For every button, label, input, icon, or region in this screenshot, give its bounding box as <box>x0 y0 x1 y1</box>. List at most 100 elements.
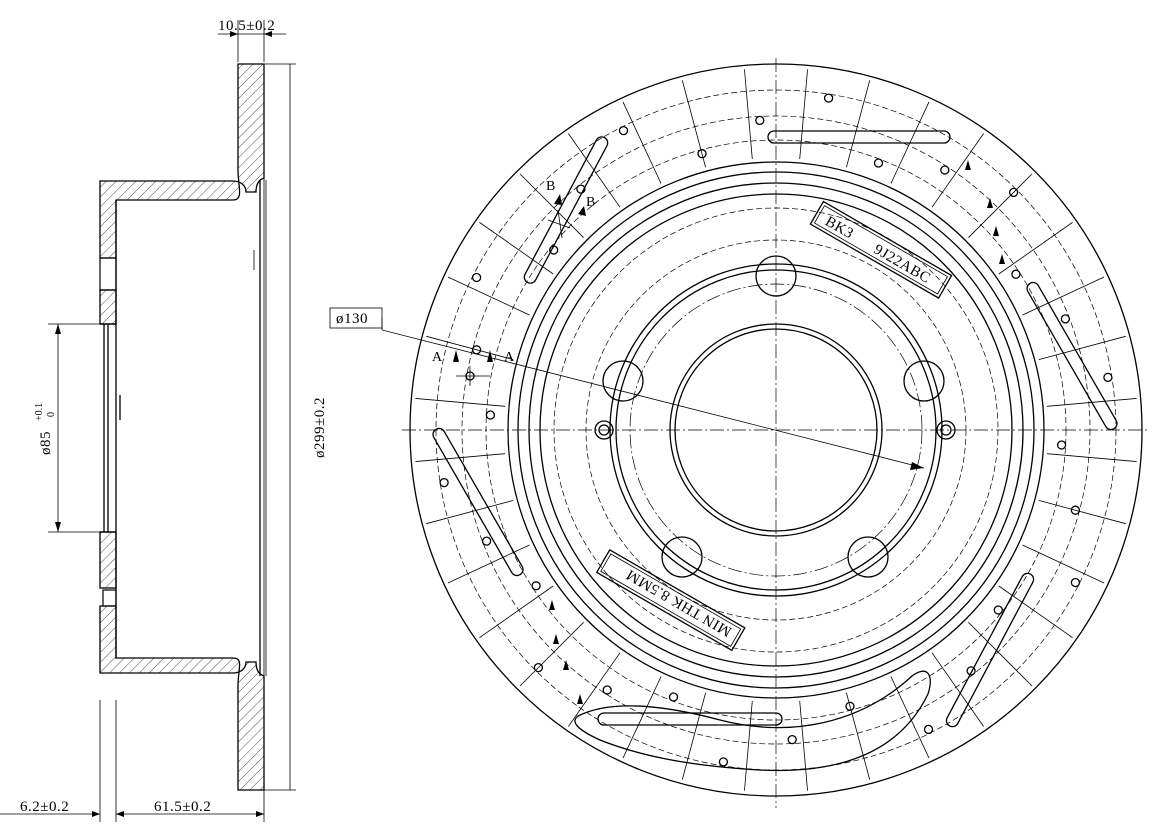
drill-hole <box>576 184 586 194</box>
drill-hole <box>471 272 482 283</box>
radial-line <box>622 101 662 184</box>
drill-hole <box>531 581 541 591</box>
hat-wall-mid-bot <box>102 589 117 607</box>
radial-line <box>998 222 1073 275</box>
drill-hole <box>823 93 834 103</box>
lug-hole <box>602 360 644 402</box>
radial-line <box>846 692 871 780</box>
hat-wall-mid-top <box>99 257 117 291</box>
drill-hole <box>549 245 559 255</box>
slot <box>523 136 609 284</box>
radial-line <box>479 585 554 638</box>
drill-hole <box>966 666 976 676</box>
radial-line <box>622 676 662 759</box>
slot <box>767 130 951 144</box>
outer-edge <box>409 63 1143 797</box>
drill-hole <box>1060 314 1071 324</box>
radial-line <box>681 692 706 780</box>
radial-line <box>1046 453 1137 462</box>
drill-hole <box>718 757 729 767</box>
radial-line <box>968 173 1033 238</box>
radial-line <box>931 652 984 727</box>
radial-line <box>426 335 514 360</box>
drill-hole <box>1103 372 1113 383</box>
radial-line <box>998 585 1073 638</box>
radial-line <box>744 69 753 160</box>
drill-hole <box>602 685 612 695</box>
drill-hole <box>668 692 679 702</box>
drill-hole <box>787 734 797 745</box>
radial-line <box>519 173 584 238</box>
hat-wall-upper <box>99 289 117 325</box>
radial-line <box>681 80 706 168</box>
direction-mark <box>553 634 559 644</box>
bore-tol-upper: +0.1 <box>34 403 45 421</box>
section-a-right: A <box>504 350 515 365</box>
radial-lines <box>415 69 1137 791</box>
section-b-left: B <box>546 179 555 194</box>
rotor-section-top <box>99 63 265 259</box>
drill-hole <box>845 701 855 711</box>
drill-hole <box>1011 269 1021 279</box>
section-b-right: B <box>586 195 595 210</box>
radial-line <box>568 652 621 727</box>
drill-hole <box>485 410 496 420</box>
direction-marks <box>549 160 1005 704</box>
radial-line <box>799 69 808 160</box>
direction-mark <box>563 660 569 670</box>
overall-height-dim: 61.5±0.2 <box>154 799 211 815</box>
radial-line <box>447 276 530 316</box>
radial-line <box>415 453 506 462</box>
radial-line <box>1022 544 1105 584</box>
lug-hole <box>661 536 703 578</box>
drill-hole <box>618 125 629 136</box>
drill-hole <box>1070 577 1081 588</box>
drill-hole <box>533 662 544 673</box>
stamp-box <box>595 548 746 652</box>
drill-hole <box>1008 187 1019 198</box>
drill-hole <box>439 477 449 488</box>
radial-line <box>415 398 506 407</box>
radial-line <box>479 222 554 275</box>
drill-hole <box>755 115 765 126</box>
radial-line <box>931 133 984 208</box>
outer-diameter-dim: ø299±0.2 <box>312 397 328 458</box>
pcd-label: ø130 <box>336 311 368 327</box>
rotor-section-bottom <box>99 605 265 791</box>
drill-hole <box>481 536 492 546</box>
hat-wall-lower <box>99 531 117 589</box>
section-view: 10.5±0.2 6.2±0.2 61.5±0.2 ø85 +0.1 0 ø29… <box>0 18 328 822</box>
bore-tol-lower: 0 <box>46 412 57 417</box>
lug-hole <box>903 360 945 402</box>
radial-line <box>968 622 1033 687</box>
direction-mark <box>965 160 971 170</box>
slot <box>945 572 1035 728</box>
drill-hole <box>697 149 707 159</box>
front-view: BK3 9J22ABC MIN THK 8.5MM ø130 A A B B <box>329 58 1150 808</box>
section-a-left: A <box>432 350 443 365</box>
direction-mark <box>577 694 583 704</box>
drill-hole <box>1056 440 1067 450</box>
drill-hole <box>873 158 884 168</box>
lug-hole <box>755 255 797 297</box>
stamp-box <box>809 200 953 299</box>
radial-line <box>890 676 930 759</box>
drill-hole <box>1070 505 1081 515</box>
radial-line <box>447 544 530 584</box>
bore-diameter-dim: ø85 <box>38 431 54 455</box>
direction-mark <box>993 226 999 236</box>
radial-line <box>519 622 584 687</box>
direction-mark <box>549 600 555 610</box>
drill-hole <box>923 724 934 735</box>
center-bore <box>669 323 883 537</box>
slot <box>432 427 524 577</box>
drill-holes <box>439 93 1113 767</box>
radial-line <box>1038 335 1126 360</box>
drill-hole <box>993 605 1003 615</box>
flange-thickness-dim: 6.2±0.2 <box>20 799 69 815</box>
radial-line <box>799 700 808 791</box>
balance-cut <box>574 670 931 772</box>
radial-line <box>426 500 514 525</box>
radial-line <box>744 700 753 791</box>
